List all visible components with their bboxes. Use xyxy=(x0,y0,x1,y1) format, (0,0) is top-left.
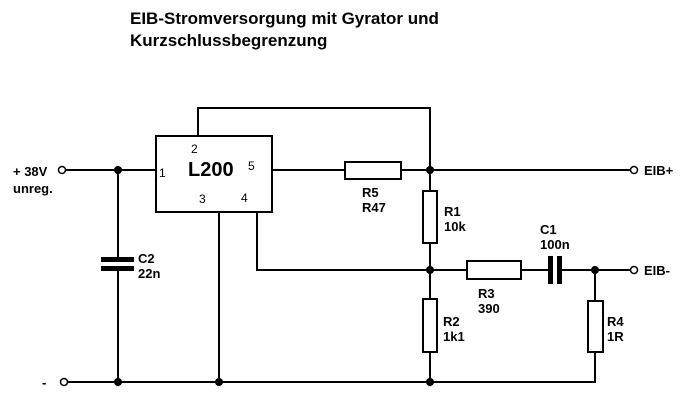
eib-minus-label: EIB- xyxy=(644,263,670,278)
schematic-title-line2: Kurzschlussbegrenzung xyxy=(130,31,327,50)
terminal-input-pos xyxy=(57,165,67,175)
ic-l200-pin3-label: 3 xyxy=(199,192,206,206)
resistor-r2: R2 1k1 xyxy=(422,298,465,353)
input-neg-label: - xyxy=(42,375,46,390)
input-pos-label-line2: unreg. xyxy=(13,181,53,196)
capacitor-c1-plate-left xyxy=(548,256,553,284)
resistor-r3: R3 390 xyxy=(466,260,522,316)
resistor-r4: R4 1R xyxy=(587,300,624,353)
capacitor-c2: C2 22n xyxy=(101,251,160,281)
terminal-eib-plus xyxy=(629,165,639,175)
eib-plus-label: EIB+ xyxy=(644,163,674,178)
terminals xyxy=(57,165,639,387)
junction-dot-rail-r2 xyxy=(426,378,434,386)
capacitor-c1-plate-right xyxy=(557,256,562,284)
ic-l200-pin1-label: 1 xyxy=(159,166,166,180)
capacitor-c1: C1 100n xyxy=(540,222,570,284)
resistor-r5: R5 R47 xyxy=(344,161,402,215)
resistor-r2-value: 1k1 xyxy=(443,329,465,344)
resistor-r3-value: 390 xyxy=(478,301,500,316)
resistor-r1-value: 10k xyxy=(444,219,466,234)
junction-dot-input-c2 xyxy=(114,166,122,174)
capacitor-c2-value: 22n xyxy=(138,266,160,281)
resistor-r3-body xyxy=(466,260,522,280)
junction-dot-output-top xyxy=(426,166,434,174)
ic-l200-body xyxy=(155,135,273,213)
resistor-r2-ref: R2 xyxy=(443,314,460,329)
capacitor-c2-plate-top xyxy=(101,257,134,262)
ic-l200-pin2-label: 2 xyxy=(191,142,198,156)
resistor-r4-body xyxy=(587,300,604,353)
resistor-r3-ref: R3 xyxy=(478,286,495,301)
junction-dot-rail-pin3 xyxy=(215,378,223,386)
junction-dot-mid xyxy=(426,266,434,274)
resistor-r2-body xyxy=(422,298,438,353)
resistor-r5-body xyxy=(344,161,402,180)
schematic-title-line1: EIB-Stromversorgung mit Gyrator und xyxy=(130,9,439,28)
junction-dot-rail-c2 xyxy=(114,378,122,386)
junction-dot-eibminus-r4 xyxy=(591,266,599,274)
resistor-r5-ref: R5 xyxy=(362,185,379,200)
capacitor-c1-ref: C1 xyxy=(540,222,557,237)
capacitor-c2-ref: C2 xyxy=(138,251,155,266)
resistor-r1-body xyxy=(422,190,438,244)
wires xyxy=(66,107,630,383)
junction-dots xyxy=(114,166,599,386)
ic-l200: L200 2 5 1 3 4 xyxy=(155,135,273,213)
resistor-r4-value: 1R xyxy=(607,329,624,344)
ic-l200-pin4-label: 4 xyxy=(241,191,248,205)
capacitor-c2-plate-bottom xyxy=(101,266,134,271)
resistor-r5-value: R47 xyxy=(362,200,386,215)
resistor-r1-ref: R1 xyxy=(444,204,461,219)
capacitor-c1-value: 100n xyxy=(540,237,570,252)
terminal-input-neg xyxy=(59,377,69,387)
terminal-eib-minus xyxy=(629,265,639,275)
resistor-r4-ref: R4 xyxy=(607,314,624,329)
resistor-r1: R1 10k xyxy=(422,190,466,244)
input-pos-label-line1: + 38V xyxy=(13,164,48,179)
ic-l200-pin5-label: 5 xyxy=(248,159,255,173)
ic-l200-name: L200 xyxy=(188,159,234,181)
